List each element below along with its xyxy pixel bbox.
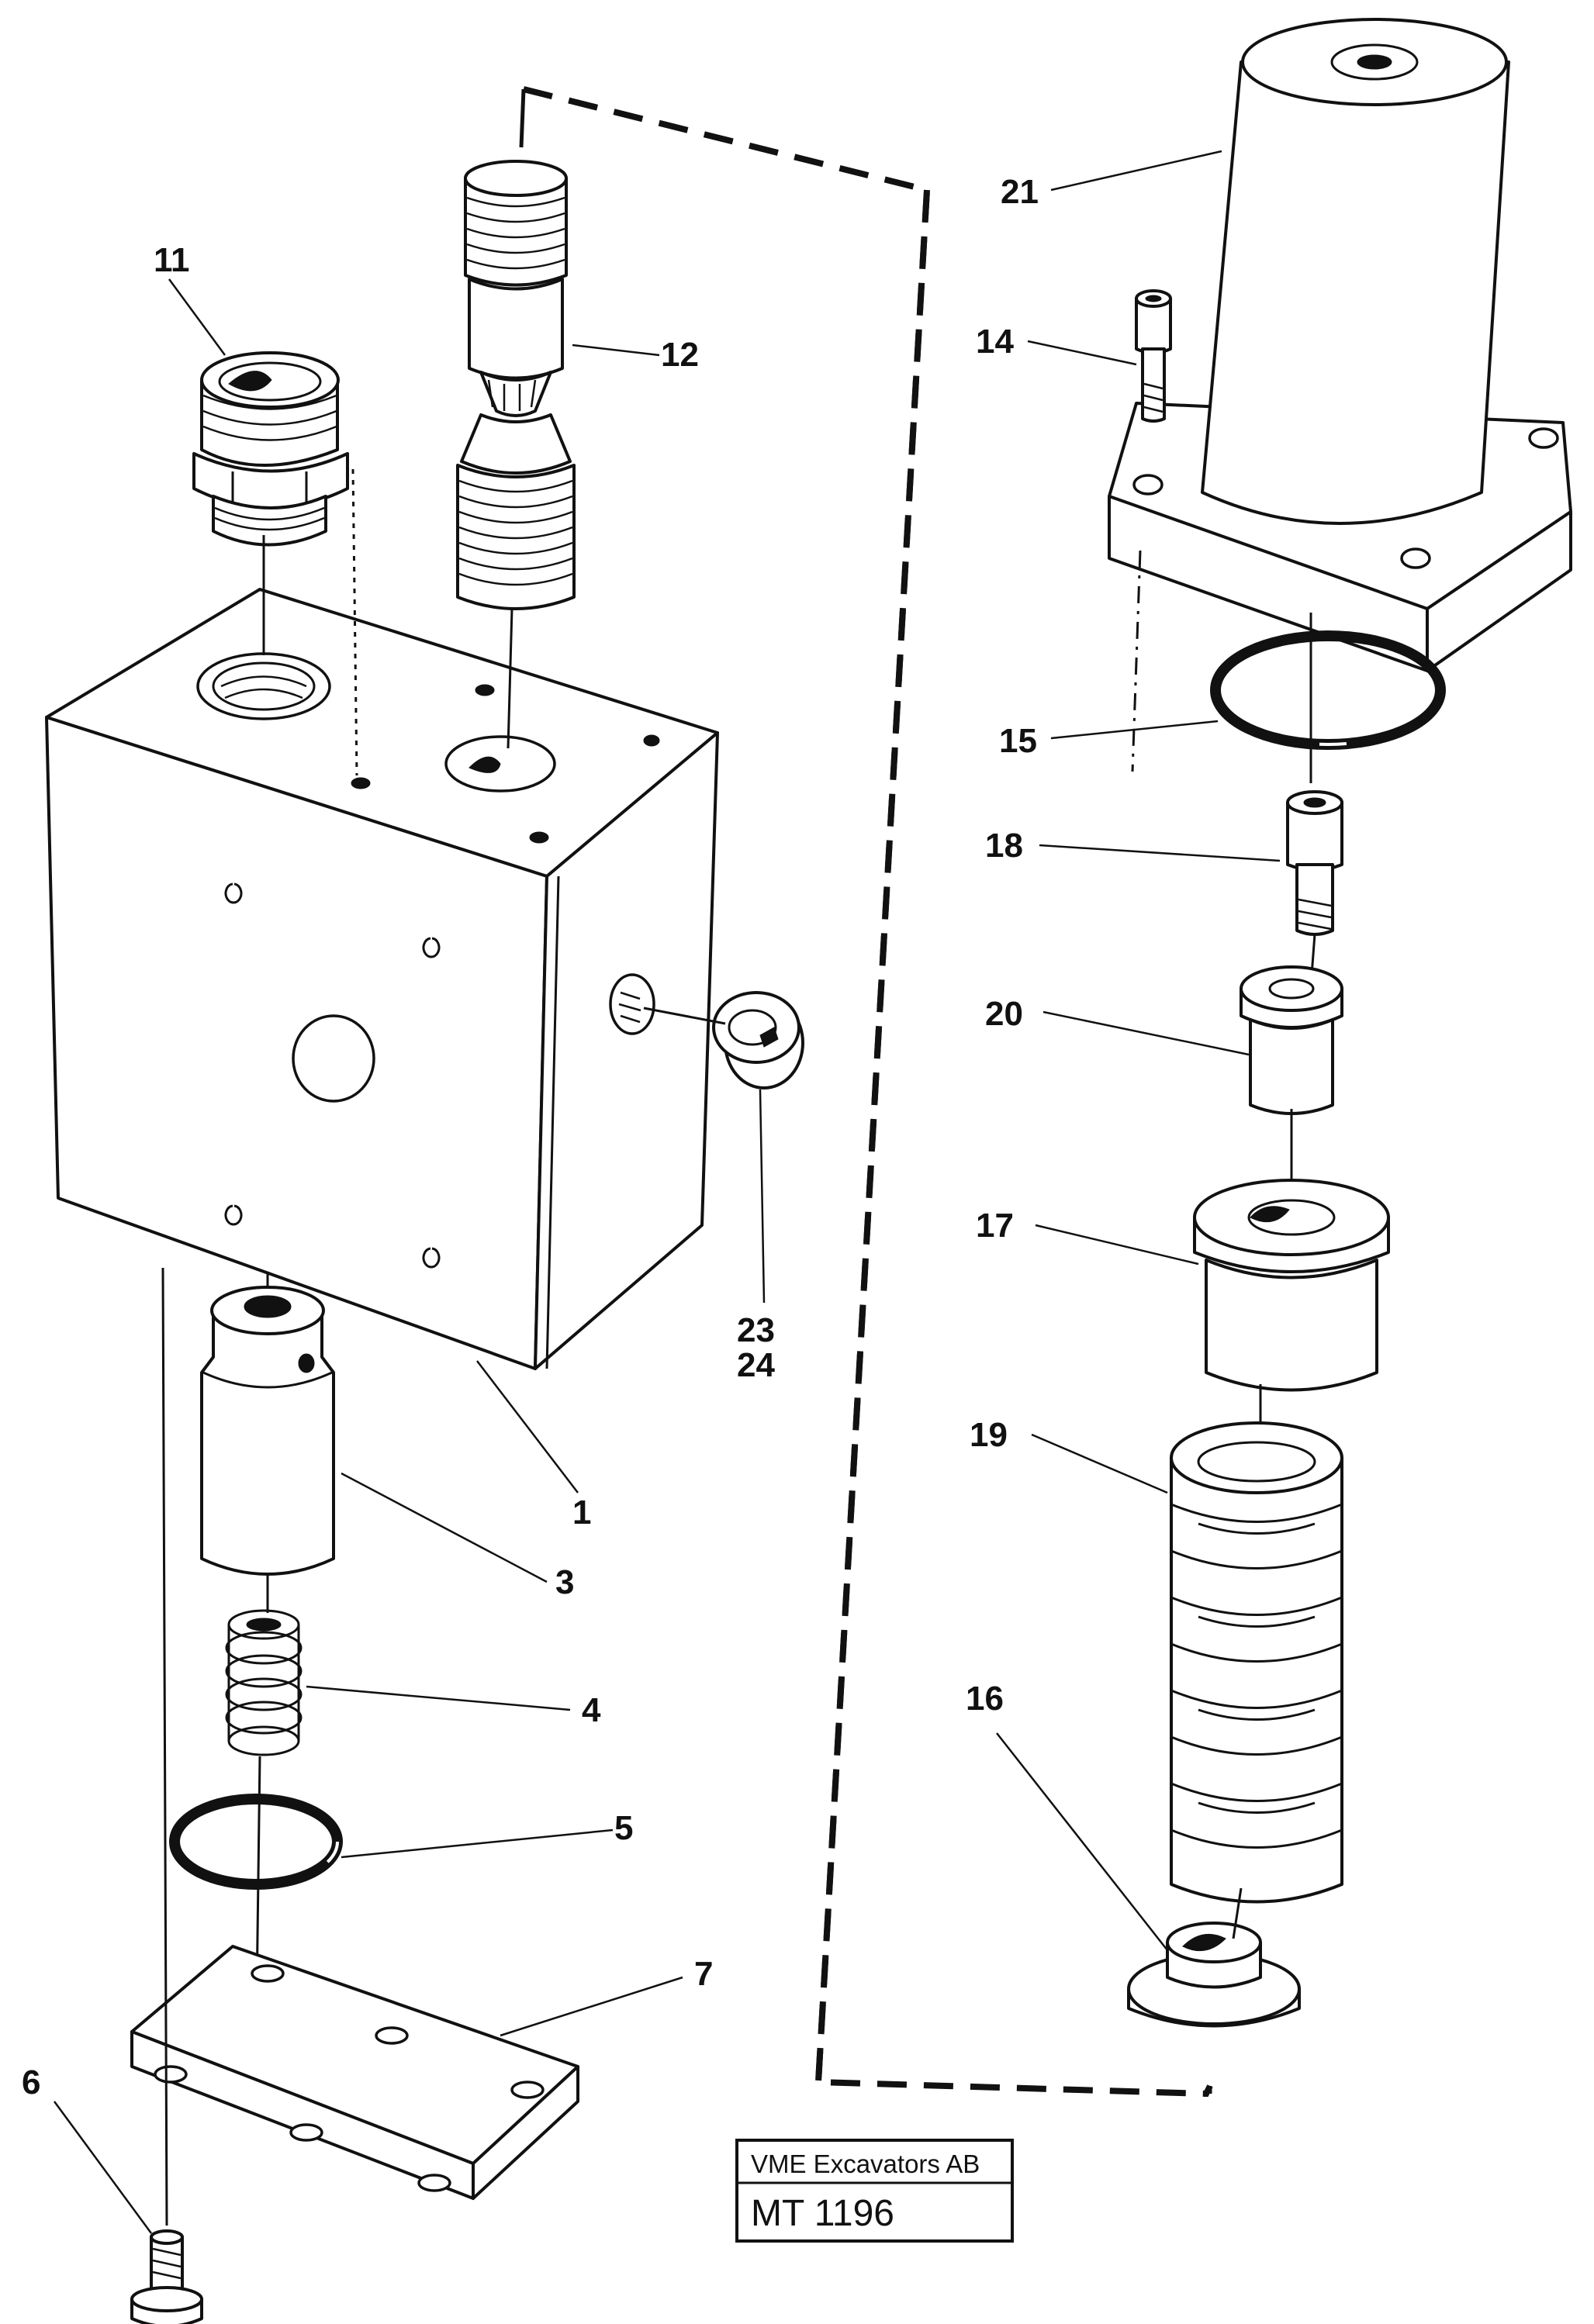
spring-seat-part-16 bbox=[1127, 1922, 1301, 2028]
callout-19: 19 bbox=[970, 1416, 1008, 1454]
o-ring-part-15 bbox=[1210, 630, 1446, 750]
sleeve-part-17 bbox=[1193, 1179, 1390, 1392]
axis-line-part-23 bbox=[643, 1007, 726, 1025]
axis-line-part-12 bbox=[507, 608, 513, 749]
callout-3: 3 bbox=[555, 1563, 574, 1601]
axis-line-part-6 bbox=[161, 1267, 168, 2226]
spring-part-19 bbox=[1170, 1421, 1343, 1904]
callout-14: 14 bbox=[976, 323, 1014, 361]
axis-line-part-16 bbox=[1232, 1887, 1243, 1939]
callout-16: 16 bbox=[966, 1680, 1004, 1718]
title-block-company: VME Excavators AB bbox=[751, 2150, 980, 2178]
callout-5: 5 bbox=[614, 1809, 633, 1847]
screw-part-6 bbox=[130, 2229, 203, 2324]
callout-24: 24 bbox=[737, 1346, 775, 1384]
cap-screw-part-18 bbox=[1286, 790, 1343, 936]
callout-17: 17 bbox=[976, 1207, 1014, 1245]
solenoid-housing-part-21 bbox=[1108, 18, 1572, 672]
callout-12: 12 bbox=[661, 336, 699, 374]
plug-part-23-24 bbox=[712, 991, 804, 1089]
spool-sleeve-part-3 bbox=[200, 1286, 335, 1576]
callout-6: 6 bbox=[22, 2063, 40, 2101]
dotted-axis-line bbox=[351, 468, 358, 776]
o-ring-part-5 bbox=[169, 1794, 343, 1890]
title-block-drawing-number: MT 1196 bbox=[751, 2193, 894, 2234]
spring-part-4 bbox=[225, 1609, 303, 1756]
cartridge-part-12 bbox=[456, 160, 576, 610]
valve-block bbox=[45, 588, 719, 1370]
callout-11: 11 bbox=[154, 241, 190, 279]
bushing-part-20 bbox=[1240, 965, 1343, 1115]
callout-4: 4 bbox=[582, 1691, 601, 1729]
dashed-line-top-left bbox=[519, 88, 526, 148]
callout-18: 18 bbox=[985, 827, 1023, 865]
title-block: VME Excavators AB MT 1196 bbox=[735, 2139, 1014, 2243]
leader-lines bbox=[53, 150, 1281, 2234]
callout-7: 7 bbox=[694, 1955, 713, 1993]
callout-15: 15 bbox=[999, 722, 1037, 760]
callout-20: 20 bbox=[985, 995, 1023, 1033]
threaded-fitting-part-11 bbox=[192, 351, 349, 547]
callout-23: 23 bbox=[737, 1311, 775, 1349]
dashdot-axis-line bbox=[1131, 550, 1142, 772]
cap-screw-part-14 bbox=[1135, 289, 1172, 423]
callout-21: 21 bbox=[1001, 173, 1039, 211]
cover-plate-part-7 bbox=[130, 1945, 579, 2200]
callout-1: 1 bbox=[572, 1494, 591, 1531]
